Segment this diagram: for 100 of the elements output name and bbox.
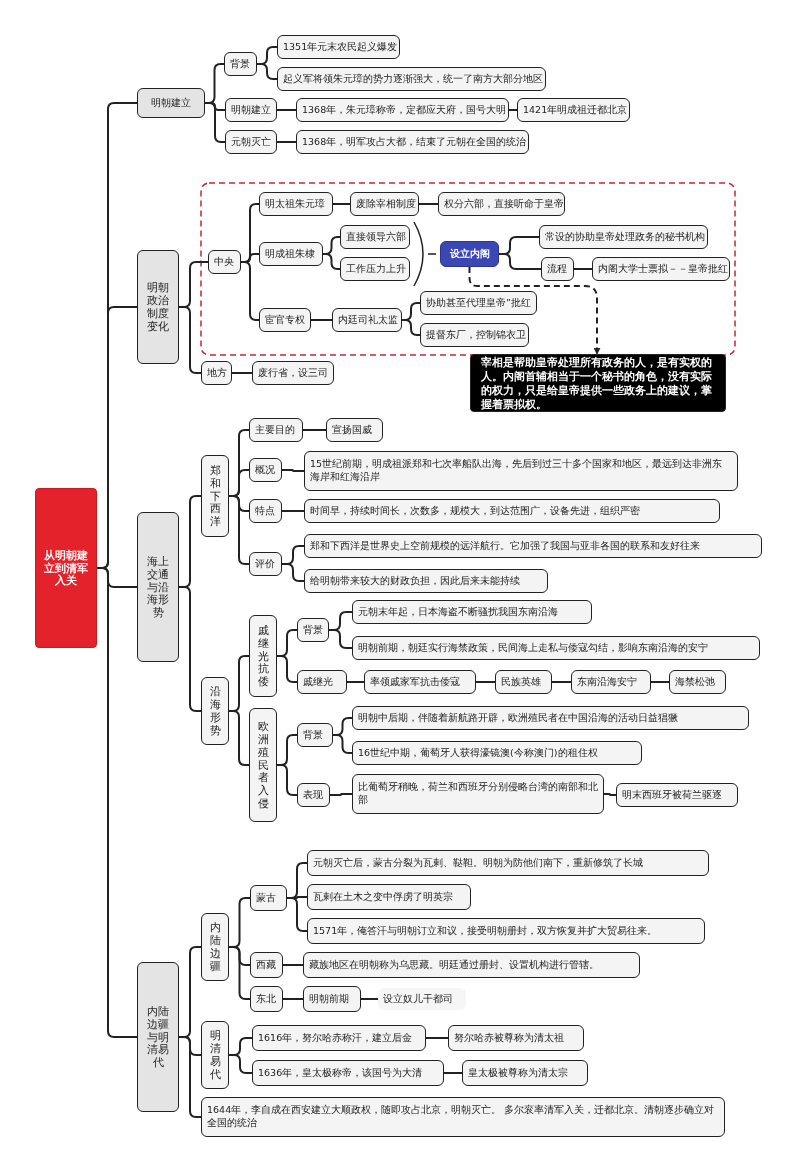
topic-box: 努尔哈赤被尊称为清太祖 bbox=[448, 1025, 584, 1051]
topic-box: 内阁大学士票拟－－皇帝批红 bbox=[592, 257, 730, 281]
topic-box: 元朝灭亡后，蒙古分裂为瓦剌、鞑靼。明朝为防他们南下，重新修筑了长城 bbox=[307, 850, 709, 876]
topic-box: 元朝末年起，日本海盗不断骚扰我国东南沿海 bbox=[352, 600, 592, 624]
connector-line bbox=[228, 946, 251, 1000]
connector-line bbox=[573, 268, 593, 270]
connector-line bbox=[650, 681, 670, 683]
connector-line bbox=[551, 681, 572, 683]
topic-box: 1351年元末农民起义爆发 bbox=[277, 35, 400, 59]
topic-box: 工作压力上升 bbox=[340, 257, 410, 281]
topic-box: 16世纪中期，葡萄牙人获得濠镜澳(今称澳门)的租住权 bbox=[352, 741, 642, 765]
connector-line bbox=[346, 681, 365, 683]
topic-box: 东北 bbox=[250, 986, 283, 1012]
topic-box: 特点 bbox=[249, 499, 282, 523]
topic-box: 内陆边疆 bbox=[201, 913, 229, 981]
topic-box: 民族英雄 bbox=[495, 670, 552, 694]
topic-box: 概况 bbox=[249, 458, 282, 482]
topic-box: 海禁松弛 bbox=[669, 670, 726, 694]
topic-box: 比葡萄牙稍晚，荷兰和西班牙分别侵略台湾的南部和北部 bbox=[352, 774, 604, 814]
topic-box: 明朝前期 bbox=[303, 986, 361, 1012]
topic-box: 背景 bbox=[297, 723, 333, 747]
connector-line bbox=[276, 141, 297, 143]
connector-line bbox=[178, 586, 202, 712]
topic-box: 给明朝带来较大的财政负担，因此后来未能持续 bbox=[304, 569, 548, 593]
topic-box: 中央 bbox=[208, 250, 241, 274]
topic-box: 时间早，持续时间长，次数多，规模大，到达范围广，设备先进，组织严密 bbox=[304, 499, 720, 523]
connector-line bbox=[281, 510, 305, 512]
topic-box: 明末西班牙被荷兰驱逐 bbox=[616, 783, 738, 807]
topic-box: 15世纪前期，明成祖派郑和七次率船队出海，先后到过三十多个国家和地区，最远到达非洲东海岸和红海沿岸 bbox=[304, 451, 738, 491]
topic-box: 1644年，李自成在西安建立大顺政权，随即攻占北京，明朝灭亡。 多尔衮率清军入关，迁都北京。清朝逐步确立对全国的统治 bbox=[201, 1097, 725, 1137]
topic-box: 瓦剌在土木之变中俘虏了明英宗 bbox=[307, 884, 471, 910]
topic-box: 废行省，设三司 bbox=[252, 361, 334, 385]
topic-box: 宣扬国威 bbox=[326, 418, 383, 442]
topic-box: 1636年，皇太极称帝，该国号为大清 bbox=[252, 1060, 444, 1086]
topic-box: 藏族地区在明朝称为乌思藏。明廷通过册封、设置机构进行管辖。 bbox=[303, 952, 640, 978]
topic-box: 西藏 bbox=[250, 952, 283, 978]
connector-line bbox=[281, 469, 305, 472]
main-topic: 海上交通与沿海形势 bbox=[137, 512, 179, 662]
connector-line bbox=[178, 306, 202, 374]
topic-box: 蒙古 bbox=[250, 885, 287, 911]
connector-line bbox=[178, 1036, 202, 1118]
main-topic: 明朝政治制度变化 bbox=[137, 250, 179, 364]
topic-box: 背景 bbox=[224, 52, 257, 76]
topic-box: 流程 bbox=[541, 257, 574, 281]
topic-box: 戚继光 bbox=[297, 670, 347, 694]
topic-box: 皇太极被尊称为清太宗 bbox=[462, 1060, 588, 1086]
topic-box: 郑和下西洋是世界史上空前规模的远洋航行。它加强了我国与亚非各国的联系和友好往来 bbox=[304, 534, 762, 558]
connector-line bbox=[310, 319, 333, 321]
connector-line bbox=[475, 681, 496, 683]
topic-box: 1571年，俺答汗与明朝订立和议，接受明朝册封，双方恢复并扩大贸易往来。 bbox=[307, 918, 705, 944]
connector-line bbox=[282, 998, 304, 1000]
topic-box: 明清易代 bbox=[201, 1021, 229, 1089]
topic-box: 明朝建立 bbox=[225, 98, 277, 122]
topic-box: 东南沿海安宁 bbox=[571, 670, 651, 694]
topic-box: 1368年，明军攻占大都，结束了元朝在全国的统治 bbox=[296, 130, 529, 154]
connector-line bbox=[302, 429, 327, 431]
topic-box: 明朝中后期，伴随着新航路开辟，欧洲殖民者在中国沿海的活动日益猖獗 bbox=[352, 706, 749, 730]
connector-line bbox=[281, 563, 305, 582]
connector-line bbox=[360, 998, 379, 1000]
topic-box: 权分六部，直接听命于皇帝 bbox=[438, 192, 565, 216]
topic-box: 主要目的 bbox=[249, 418, 303, 442]
connector-line bbox=[328, 629, 353, 649]
topic-box: 沿海形势 bbox=[201, 677, 229, 745]
topic-box: 背景 bbox=[297, 618, 329, 642]
topic-box: 明太祖朱元璋 bbox=[259, 192, 333, 216]
connector-line bbox=[282, 964, 304, 966]
topic-box: 表现 bbox=[297, 783, 330, 807]
connector-line bbox=[332, 203, 351, 205]
topic-box: 宦官专权 bbox=[259, 308, 311, 332]
topic-box: 戚继光抗倭 bbox=[249, 615, 277, 697]
topic-box: 1421年明成祖迁都北京 bbox=[517, 98, 630, 122]
topic-box: 协助甚至代理皇帝”批红 bbox=[420, 291, 537, 315]
connector-line bbox=[603, 793, 617, 796]
topic-box: 常设的协助皇帝处理政务的秘书机构 bbox=[539, 225, 708, 249]
topic-box: 1616年，努尔哈赤称汗，建立后金 bbox=[252, 1025, 426, 1051]
connector-line bbox=[231, 372, 253, 374]
connector-line bbox=[443, 1072, 463, 1074]
topic-box: 地方 bbox=[201, 361, 232, 385]
topic-box: 直接领导六部 bbox=[340, 225, 410, 249]
topic-box: 率领戚家军抗击倭寇 bbox=[364, 670, 476, 694]
connector-line bbox=[276, 109, 297, 111]
topic-box: 起义军将领朱元璋的势力逐渐强大，统一了南方大部分地区 bbox=[277, 67, 546, 91]
main-topic: 明朝建立 bbox=[137, 88, 205, 118]
arrow bbox=[468, 266, 601, 355]
connector-line bbox=[418, 203, 439, 205]
main-topic: 内陆边疆与明清易代 bbox=[137, 962, 179, 1112]
connector-line bbox=[425, 1037, 449, 1039]
note-callout: 宰相是帮助皇帝处理所有政务的人，是有实权的人。内阁首辅相当于一个秘书的角色，没有实际的权力，只是给皇帝提供一些政务上的建议，掌握着票拟权。 bbox=[470, 354, 726, 412]
connector-line bbox=[508, 109, 518, 111]
connector-line bbox=[228, 1054, 253, 1074]
topic-box: 设立内阁 bbox=[440, 241, 499, 267]
topic-box: 郑和下西洋 bbox=[201, 455, 229, 537]
topic-label: 设立奴儿干都司 bbox=[378, 988, 466, 1010]
topic-box: 内廷司礼太监 bbox=[332, 308, 402, 332]
topic-box: 1368年，朱元璋称帝，定都应天府，国号大明 bbox=[296, 98, 509, 122]
topic-box: 元朝灭亡 bbox=[225, 130, 277, 154]
topic-box: 提督东厂，控制锦衣卫 bbox=[420, 323, 529, 347]
topic-box: 明朝前期，朝廷实行海禁政策，民间海上走私与倭寇勾结，影响东南沿海的安宁 bbox=[352, 636, 760, 660]
connector-line bbox=[329, 793, 353, 796]
topic-box: 废除宰相制度 bbox=[350, 192, 419, 216]
